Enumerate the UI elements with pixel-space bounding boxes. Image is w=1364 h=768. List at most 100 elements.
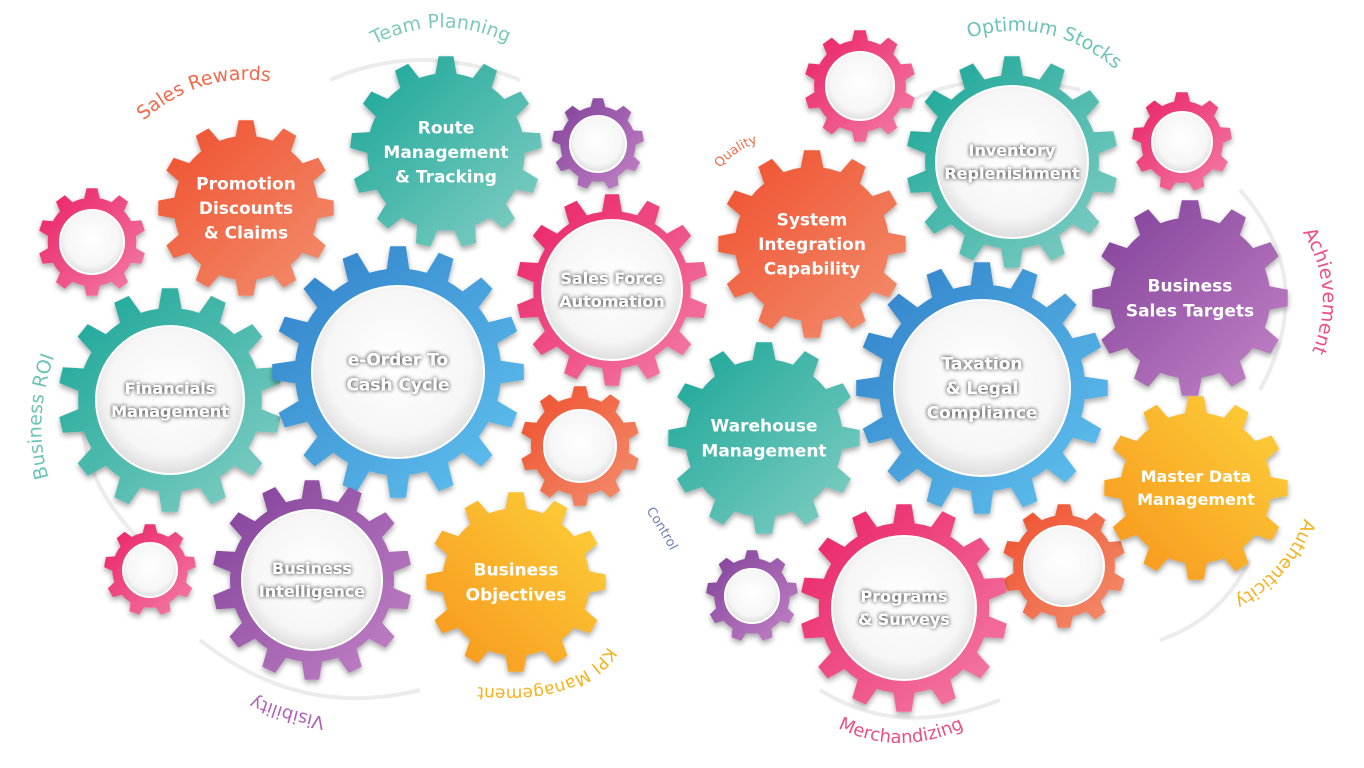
business-objectives-label-line: Business (474, 561, 559, 581)
gear-body (1092, 200, 1288, 396)
business-intelligence-label-line: Business (272, 559, 352, 578)
gear-hole (122, 542, 178, 598)
gear-hole (241, 509, 383, 651)
sales-force-automation-label-line: Sales Force (560, 269, 663, 288)
small-ring-top-right-a-gear (805, 30, 915, 142)
promotion-discounts-claims-label-line: & Claims (204, 224, 288, 244)
programs-surveys-label: Programs& Surveys (858, 587, 950, 629)
gear-hole (311, 285, 485, 459)
gear-hole (724, 568, 780, 624)
gear-hole (95, 325, 245, 475)
gear-body (426, 492, 606, 672)
taxation-legal-compliance-label-line: Compliance (927, 404, 1038, 424)
system-integration-capability-label-line: System (777, 210, 848, 230)
warehouse-management-label-line: Warehouse (710, 417, 817, 437)
small-ring-left-gear (39, 188, 145, 296)
inventory-replenishment-label-line: Replenishment (944, 164, 1080, 183)
sales-rewards-curve-text: Sales Rewards (133, 63, 273, 125)
gear-hole (893, 299, 1071, 477)
route-management-tracking-label-line: Management (383, 143, 508, 163)
e-order-to-cash-cycle-label-line: e-Order To (348, 351, 448, 371)
taxation-legal-compliance-label-line: Taxation (941, 354, 1022, 374)
achievement-curve-text: Achievement (1298, 224, 1340, 358)
team-planning-curve-label: Team Planning (366, 10, 514, 49)
business-sales-targets-label-line: Business (1148, 277, 1233, 297)
route-management-tracking-label-line: & Tracking (395, 168, 497, 188)
control-curve-text: Control (643, 505, 680, 553)
system-integration-capability-label-line: Capability (764, 260, 860, 280)
gear-body (350, 56, 542, 247)
team-planning-curve-text: Team Planning (366, 10, 514, 49)
gear-hole (569, 115, 627, 173)
sales-force-automation-label-line: Automation (559, 292, 664, 311)
promotion-discounts-claims-label-line: Promotion (196, 174, 296, 194)
business-roi-curve-label: Business ROI (24, 351, 59, 482)
gear-hole (935, 85, 1089, 239)
programs-surveys-label-line: Programs (861, 587, 948, 606)
gear-body (1104, 396, 1288, 580)
master-data-management-label-line: Management (1137, 490, 1255, 509)
gear-body (718, 150, 906, 338)
business-objectives-label-line: Objectives (466, 585, 567, 605)
business-sales-targets-label-line: Sales Targets (1126, 301, 1254, 321)
programs-surveys-gear: Programs& Surveys (801, 504, 1007, 712)
business-intelligence-label-line: Intelligence (259, 582, 365, 601)
gear-hole (1151, 111, 1213, 173)
e-order-to-cash-cycle-label: e-Order To Cash Cycle (346, 351, 449, 396)
gear-body (158, 120, 334, 296)
achievement-curve-label: Achievement (1298, 224, 1340, 358)
e-order-to-cash-cycle-gear: e-Order To Cash Cycle (272, 246, 524, 498)
route-management-tracking-label-line: Route (418, 118, 475, 138)
small-ring-top-right-b-gear (1132, 92, 1232, 191)
gear-hole (541, 219, 683, 361)
financials-management-label-line: Financials (125, 379, 216, 398)
visibility-curve-text: Visibility (247, 691, 326, 733)
optimum-stocks-curve-label: Optimum Stocks (964, 14, 1126, 74)
sales-rewards-curve-label: Sales Rewards (133, 63, 273, 125)
small-ring-bottom-center-gear (706, 550, 798, 641)
e-order-to-cash-cycle-label-line: Cash Cycle (346, 375, 449, 395)
gear-hole (59, 209, 125, 275)
quality-curve-label: Quality (712, 132, 760, 171)
gear-hole (543, 409, 617, 483)
financials-management-label-line: Management (111, 402, 229, 421)
small-ring-bottom-left-gear (104, 524, 196, 615)
inventory-replenishment-label-line: Inventory (969, 141, 1057, 160)
small-ring-center-gear (521, 386, 639, 506)
master-data-management-label-line: Master Data (1141, 467, 1252, 486)
gear-hole (1023, 525, 1105, 607)
taxation-legal-compliance-label-line: & Legal (946, 379, 1019, 399)
quality-curve-text: Quality (712, 132, 760, 171)
gear-hole (825, 51, 895, 121)
warehouse-management-label-line: Management (701, 441, 826, 461)
gear-body (668, 342, 860, 534)
gear-hole (831, 535, 977, 681)
small-ring-top-gear (552, 98, 644, 189)
visibility-curve-label: Visibility (247, 691, 326, 733)
business-roi-curve-text: Business ROI (24, 351, 59, 482)
